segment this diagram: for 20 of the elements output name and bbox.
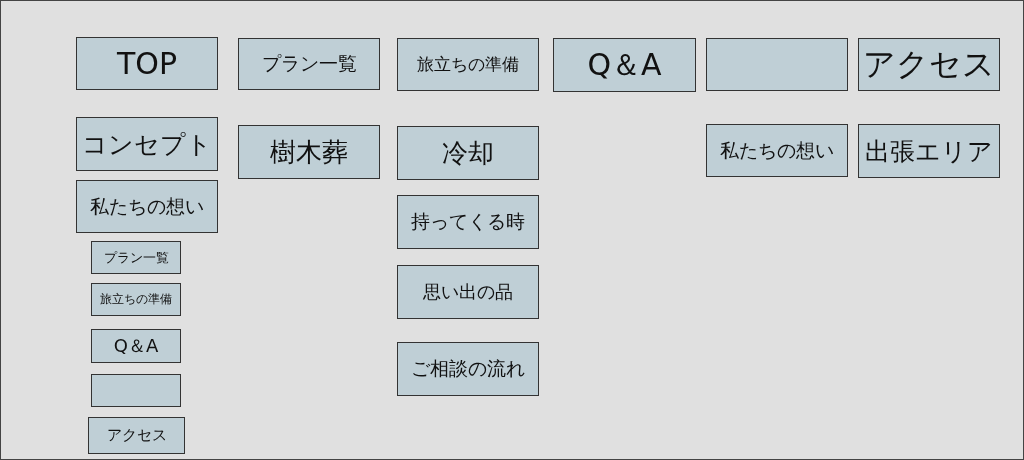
menu-item: Q＆A	[553, 38, 696, 92]
menu-box	[91, 374, 181, 407]
menu-item: コンセプト	[76, 117, 218, 171]
menu-item: 私たちの想い	[706, 124, 848, 177]
menu-item: 冷却	[397, 126, 539, 180]
menu-item: プラン一覧	[238, 38, 380, 90]
menu-box	[706, 38, 848, 91]
menu-item: 私たちの想い	[76, 180, 218, 233]
menu-item: TOP	[76, 37, 218, 90]
menu-item: プラン一覧	[91, 241, 181, 274]
menu-item: 旅立ちの準備	[397, 38, 539, 91]
menu-item: 持ってくる時	[397, 195, 539, 249]
menu-item: アクセス	[858, 38, 1000, 91]
menu-item: 出張エリア	[858, 124, 1000, 178]
menu-item: 思い出の品	[397, 265, 539, 319]
menu-item: 旅立ちの準備	[91, 283, 181, 316]
menu-item: Q＆A	[91, 329, 181, 363]
menu-item: アクセス	[88, 417, 185, 454]
menu-item: 樹木葬	[238, 125, 380, 179]
menu-item: ご相談の流れ	[397, 342, 539, 396]
